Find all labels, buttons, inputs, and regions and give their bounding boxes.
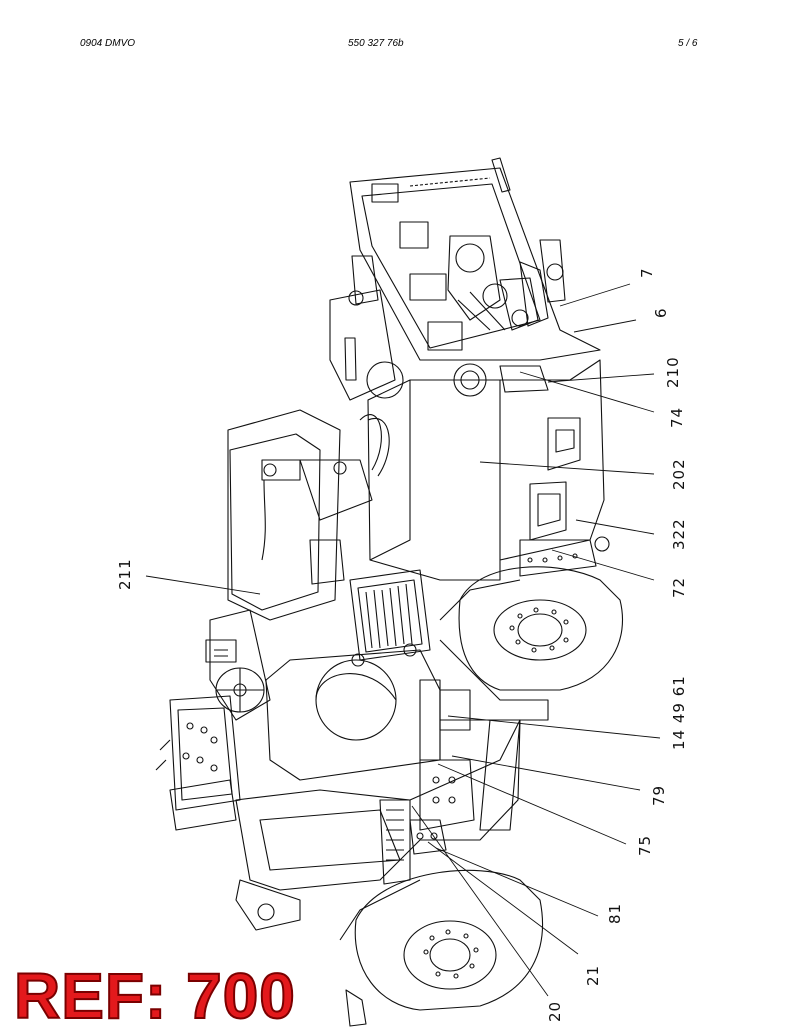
rear-frame — [349, 157, 601, 361]
callout-72: 72 — [670, 577, 688, 598]
callout-202: 202 — [670, 458, 688, 490]
part-number: 550 327 76b — [348, 38, 404, 49]
callout-79: 79 — [650, 785, 668, 806]
engine-side — [329, 255, 404, 477]
operator-platform — [227, 409, 373, 621]
leader-lines — [145, 283, 661, 997]
front-drum — [439, 566, 624, 721]
oil-cooler — [349, 569, 431, 667]
reference-stamp: REF: 700 — [13, 960, 296, 1032]
engine-details — [399, 221, 549, 397]
callout-labels: 7 6 210 74 202 322 72 211 14 49 61 79 75… — [116, 267, 688, 1022]
callout-322: 322 — [670, 518, 688, 550]
callout-14-49-61: 14 49 61 — [670, 675, 688, 750]
callout-210: 210 — [664, 356, 682, 388]
rear-drum — [339, 869, 544, 1027]
lower-frame — [235, 719, 521, 931]
callout-7: 7 — [638, 267, 656, 278]
doc-code: 0904 DMVO — [80, 38, 136, 49]
callout-21: 21 — [584, 965, 602, 986]
callout-211: 211 — [116, 558, 134, 590]
callout-75: 75 — [636, 835, 654, 856]
hydraulic-tank — [265, 649, 471, 781]
callout-81: 81 — [606, 903, 624, 924]
steering-console — [205, 609, 271, 721]
hood-side-panel — [367, 359, 610, 581]
callout-74: 74 — [668, 407, 686, 428]
callout-6: 6 — [652, 307, 670, 318]
callout-20: 20 — [546, 1001, 564, 1022]
control-panel — [155, 695, 241, 831]
page-number: 5 / 6 — [678, 38, 698, 49]
